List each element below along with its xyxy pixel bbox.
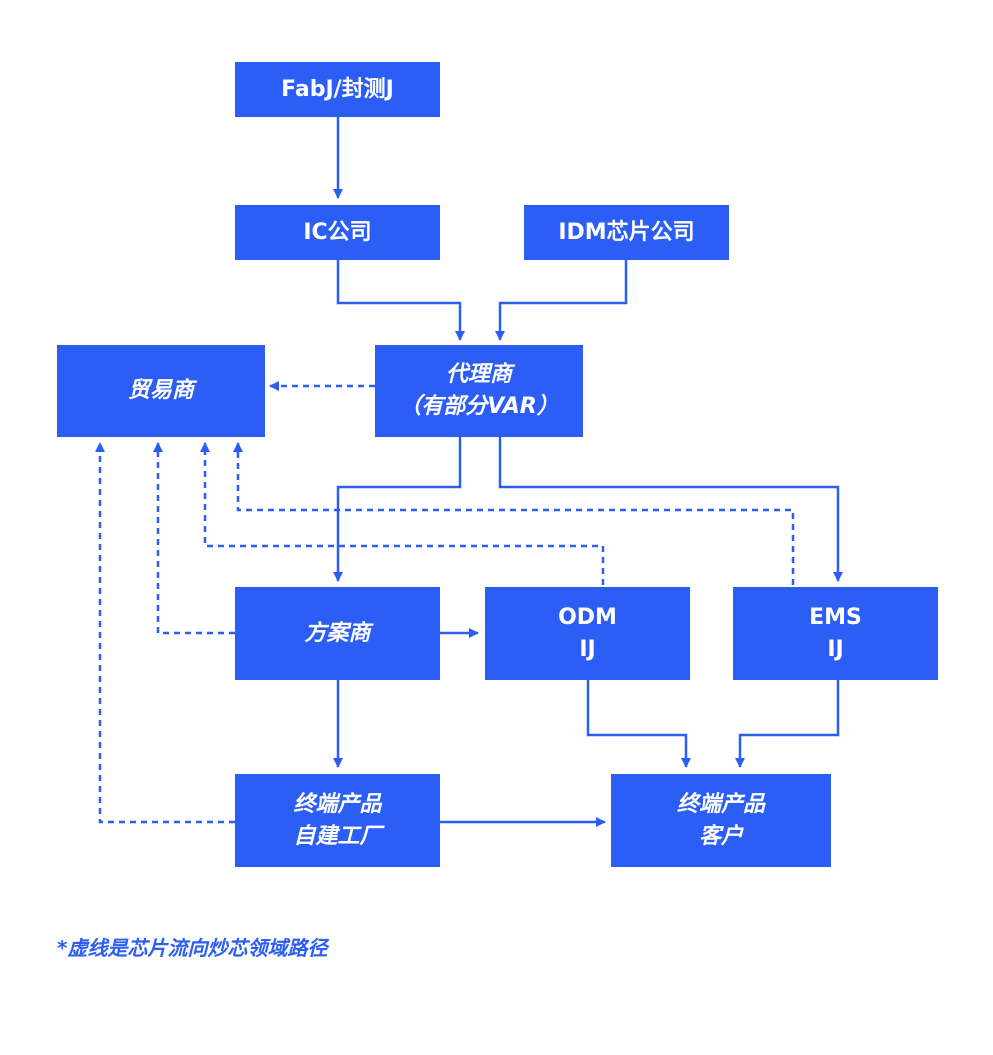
trader-node: 贸易商 (57, 345, 265, 437)
edge-agent-to-ems (498, 437, 843, 582)
edge-ems-to-trader-dashed (233, 442, 795, 585)
dashed-line-footnote: *虚线是芯片流向炒芯领域路径 (57, 936, 328, 960)
own-factory-node: 终端产品 自建工厂 (235, 774, 440, 867)
edge-agent-to-solution (333, 437, 462, 582)
ems-label: EMS (809, 604, 862, 630)
edge-own-factory-to-trader-dashed (95, 442, 235, 824)
own-factory-label: 终端产品 (293, 791, 382, 817)
idm-company-node: IDM芯片公司 (524, 205, 729, 260)
end-customer-node: 终端产品 客户 (611, 774, 831, 867)
odm-sublabel: IJ (579, 636, 596, 662)
idm-company-label: IDM芯片公司 (558, 219, 695, 245)
ems-sublabel: IJ (827, 636, 844, 662)
edge-odm-to-customer (586, 680, 691, 768)
agent-label: 代理商 (445, 362, 512, 387)
end-customer-label: 终端产品 (676, 791, 765, 817)
agent-node: 代理商 （有部分VAR） (375, 345, 583, 437)
edge-ic-to-agent (336, 260, 465, 341)
solution-provider-label: 方案商 (304, 620, 371, 646)
edge-odm-to-trader-dashed (200, 442, 605, 585)
end-customer-sublabel: 客户 (698, 823, 743, 849)
edge-solution-to-trader-dashed (153, 442, 235, 635)
own-factory-sublabel: 自建工厂 (293, 823, 382, 849)
trader-label: 贸易商 (127, 378, 194, 403)
ic-company-node: IC公司 (235, 205, 440, 260)
fab-packaging-node: FabJ/封测J (235, 62, 440, 117)
agent-sublabel: （有部分VAR） (399, 394, 559, 419)
ems-node: EMS IJ (733, 587, 938, 680)
odm-label: ODM (558, 604, 617, 630)
edge-ems-to-customer (735, 680, 840, 768)
odm-node: ODM IJ (485, 587, 690, 680)
solution-provider-node: 方案商 (235, 587, 440, 680)
edge-idm-to-agent (495, 260, 628, 341)
ic-company-label: IC公司 (303, 219, 372, 245)
fab-packaging-label: FabJ/封测J (281, 76, 394, 102)
